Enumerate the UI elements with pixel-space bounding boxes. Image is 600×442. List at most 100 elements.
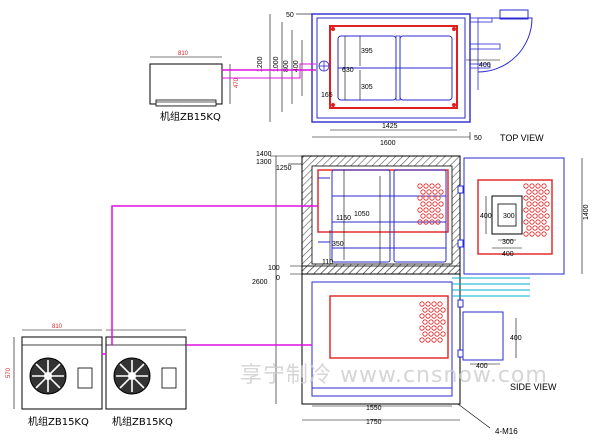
vent-hole	[438, 201, 444, 207]
dim-400-door: 400	[479, 62, 491, 69]
side-outlet-box	[462, 311, 504, 361]
vent-hole	[544, 225, 550, 231]
top-condensing-unit: 810 470 机组ZB15KQ	[149, 51, 316, 123]
vent-hole	[435, 207, 441, 213]
vent-hole	[419, 301, 425, 307]
vent-hole	[431, 325, 437, 331]
vent-hole	[431, 313, 437, 319]
vent-hole	[435, 219, 441, 225]
bottom-right-unit-label: 机组ZB15KQ	[112, 415, 173, 428]
vent-hole	[422, 307, 428, 313]
vent-hole	[535, 207, 541, 213]
dim-400-right: 400	[510, 335, 522, 342]
top-unit-label: 机组ZB15KQ	[160, 110, 221, 123]
vent-hole	[426, 213, 432, 219]
side-lower-red-tank	[329, 295, 449, 359]
vent-hole	[526, 189, 532, 195]
vent-hole	[529, 231, 535, 237]
side-lower-inner	[311, 281, 453, 397]
vent-hole	[428, 307, 434, 313]
vent-hole	[437, 337, 443, 343]
dim-100: 100	[268, 265, 280, 272]
door-leaf	[499, 9, 529, 20]
dim-400-bottom: 400	[476, 363, 488, 370]
end-view: 1400 400 300 300 400	[463, 157, 590, 275]
dim-110: 110	[322, 259, 333, 266]
vent-hole	[423, 219, 429, 225]
vent-hole	[435, 195, 441, 201]
vent-hole	[541, 207, 547, 213]
vent-hole	[417, 183, 423, 189]
vent-hole	[544, 201, 550, 207]
dim-395: 395	[361, 48, 373, 55]
vent-hole	[538, 189, 544, 195]
end-dim-300-h: 300	[502, 239, 514, 246]
vent-hole	[535, 195, 541, 201]
end-view-dim-lines	[485, 158, 583, 274]
vent-hole	[426, 201, 432, 207]
vent-hole	[440, 319, 446, 325]
dim-1000: 1000	[273, 56, 280, 72]
bottom-unit-height: 570	[6, 367, 12, 378]
dim-1550: 1550	[366, 405, 382, 412]
side-view-title: SIDE VIEW	[510, 382, 557, 392]
vent-hole	[532, 189, 538, 195]
end-dim-400-h: 400	[502, 251, 514, 258]
bottom-right-unit-panel	[161, 367, 177, 389]
end-view-window	[491, 195, 523, 235]
bottom-unit-pipe-upper	[111, 205, 318, 345]
dim-1400-left: 1400	[256, 151, 272, 158]
end-dim-1400: 1400	[583, 204, 590, 220]
dim-305: 305	[361, 84, 373, 91]
vent-hole	[532, 213, 538, 219]
top-view-dim-lines	[269, 13, 500, 140]
vent-hole	[420, 213, 426, 219]
vent-hole	[529, 183, 535, 189]
vent-hole	[440, 307, 446, 313]
vent-hole	[420, 201, 426, 207]
vent-hole	[423, 195, 429, 201]
corner-dot	[331, 103, 335, 107]
vent-hole	[425, 301, 431, 307]
dim-1150: 1150	[336, 215, 351, 222]
lower-vent-grid	[419, 301, 446, 343]
bolt-note: 4-M16	[495, 427, 518, 436]
side-view: 1400 1300 1250 1050 1150 350 110 100 0 2…	[252, 151, 557, 436]
vent-hole	[428, 319, 434, 325]
bottom-left-unit: 810 570 机组ZB15KQ	[6, 324, 103, 428]
top-view-center-slot	[395, 35, 401, 101]
vent-hole	[437, 313, 443, 319]
vent-hole	[422, 331, 428, 337]
dim-2600: 2600	[252, 279, 268, 286]
vent-hole	[544, 189, 550, 195]
vent-hole	[417, 219, 423, 225]
door-swing-arc	[477, 17, 533, 73]
vent-hole	[434, 331, 440, 337]
dim-800: 800	[283, 60, 290, 72]
vent-hole	[535, 231, 541, 237]
end-view-frame	[463, 157, 565, 275]
bottom-left-unit-panel	[77, 367, 93, 389]
vent-hole	[541, 219, 547, 225]
fan-icon	[318, 60, 330, 72]
end-view-window-inner	[497, 203, 517, 227]
vent-hole	[529, 219, 535, 225]
top-unit-body	[149, 63, 223, 105]
vent-hole	[538, 201, 544, 207]
dim-630: 630	[342, 67, 354, 74]
vent-hole	[432, 189, 438, 195]
vent-hole	[419, 325, 425, 331]
dim-165: 165	[321, 92, 333, 99]
vent-hole	[535, 183, 541, 189]
bottom-left-unit-dim-lines	[13, 329, 102, 409]
dim-400: 400	[293, 60, 300, 72]
vent-hole	[526, 213, 532, 219]
dim-350: 350	[332, 241, 344, 248]
vent-hole	[423, 183, 429, 189]
vent-hole	[535, 219, 541, 225]
vent-hole	[420, 189, 426, 195]
vent-hole	[438, 213, 444, 219]
vent-hole	[425, 325, 431, 331]
top-view-inner-frame	[316, 17, 466, 119]
vent-hole	[437, 301, 443, 307]
